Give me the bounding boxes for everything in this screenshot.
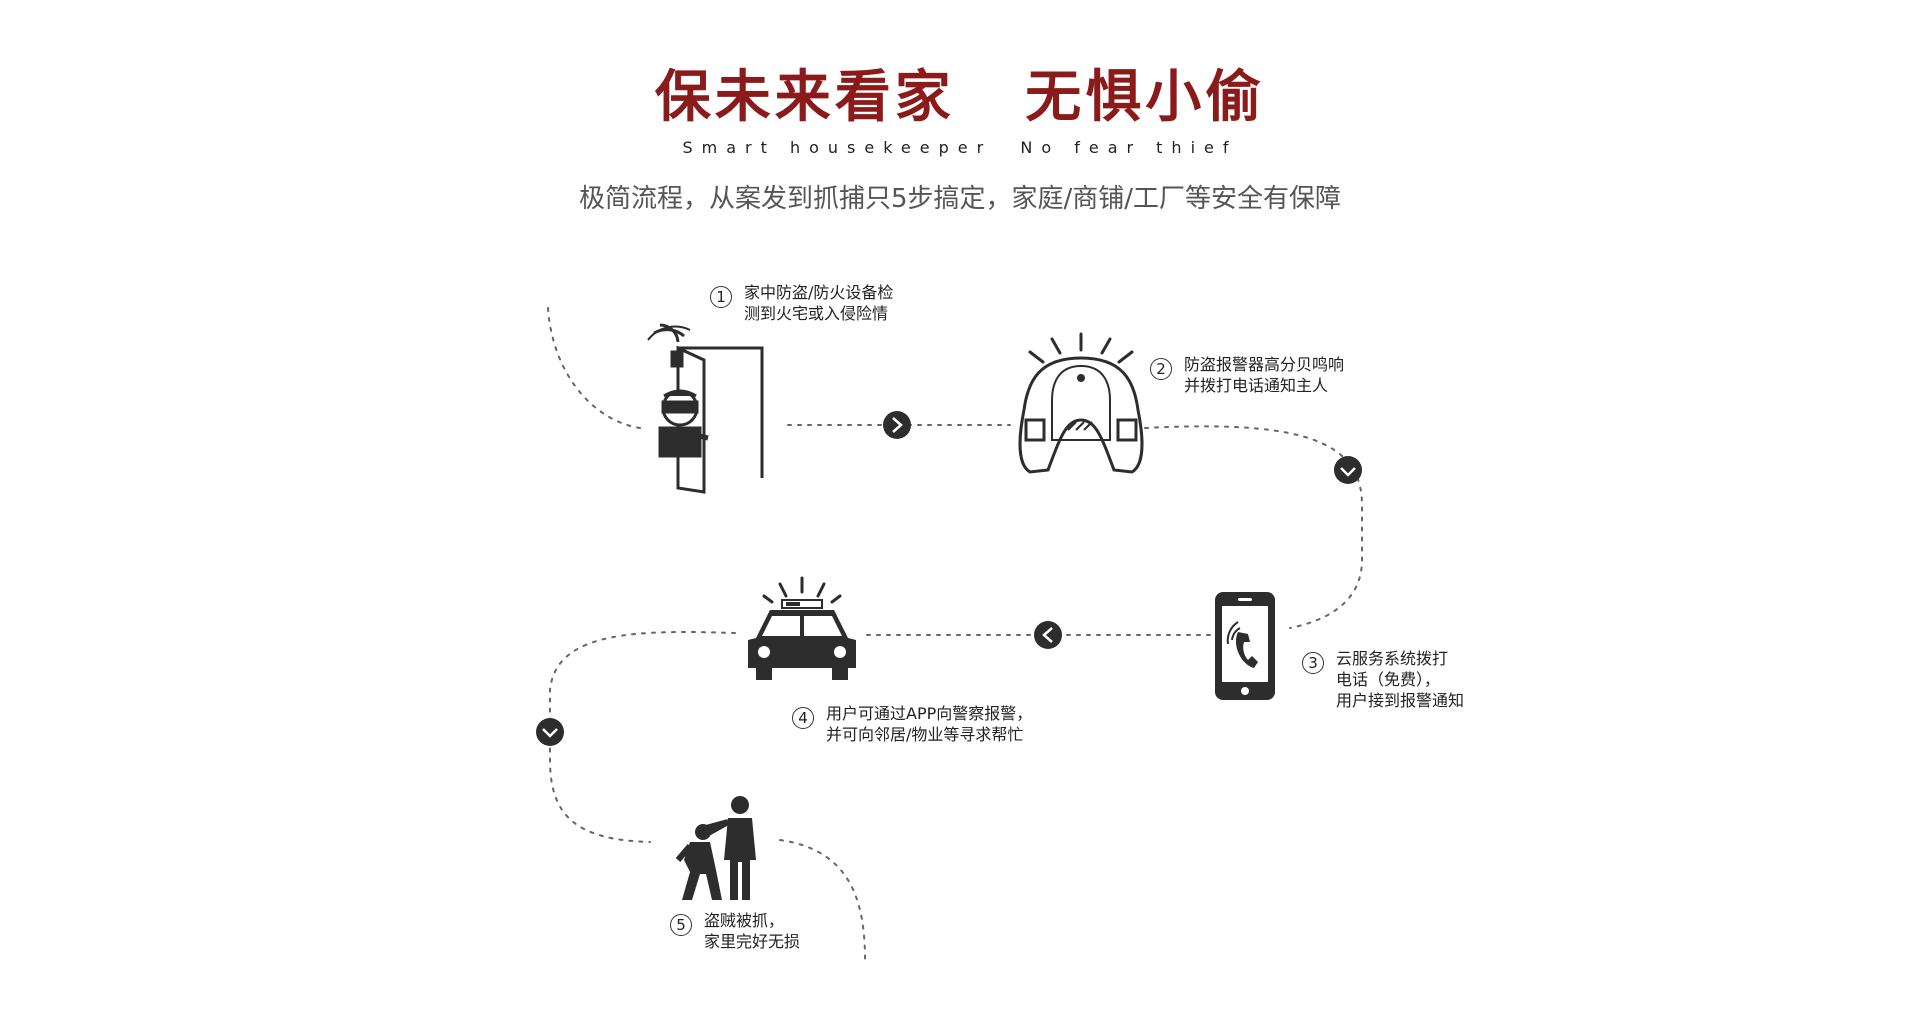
description: 极简流程，从案发到抓捕只5步搞定，家庭/商铺/工厂等安全有保障 — [578, 184, 1342, 214]
step-text-line: 测到火宅或入侵险情 — [744, 304, 889, 323]
thief-caught-icon — [675, 796, 756, 900]
step-4: 4 用户可通过APP向警察报警， 并可向邻居/物业等寻求帮忙 — [792, 703, 1032, 745]
arrow-right-icon — [883, 411, 911, 439]
step-text-line: 用户可通过APP向警察报警， — [826, 704, 1033, 723]
page-title: 保未来看家 无惧小偷 — [654, 65, 1266, 130]
step-text-line: 用户接到报警通知 — [1336, 691, 1465, 710]
step-text-line: 电话（免费）， — [1336, 670, 1441, 689]
step-number: 1 — [710, 286, 732, 308]
step-5: 5 盗贼被抓， 家里完好无损 — [670, 910, 800, 952]
step-text-line: 盗贼被抓， — [704, 911, 785, 930]
step-text-line: 防盗报警器高分贝鸣响 — [1184, 355, 1345, 374]
step-1: 1 家中防盗/防火设备检 测到火宅或入侵险情 — [710, 282, 893, 324]
step-text-line: 并可向邻居/物业等寻求帮忙 — [826, 725, 1024, 744]
police-car-icon — [748, 576, 856, 680]
smartphone-call-icon — [1215, 592, 1275, 700]
step-number: 3 — [1302, 652, 1324, 674]
english-subtitle: Smart housekeeper No fear thief — [682, 138, 1238, 157]
step-text-line: 并拨打电话通知主人 — [1184, 376, 1329, 395]
step-2: 2 防盗报警器高分贝鸣响 并拨打电话通知主人 — [1150, 354, 1344, 396]
step-number: 4 — [792, 707, 814, 729]
step-text-line: 家中防盗/防火设备检 — [744, 283, 894, 302]
step-text-line: 家里完好无损 — [704, 932, 801, 951]
arrow-left-icon — [1034, 621, 1062, 649]
step-3: 3 云服务系统拨打 电话（免费）， 用户接到报警通知 — [1302, 648, 1464, 711]
thief-at-door-icon — [647, 323, 764, 494]
arrow-down-icon — [536, 718, 564, 746]
step-text-line: 云服务系统拨打 — [1336, 649, 1449, 668]
step-number: 2 — [1150, 358, 1172, 380]
alarm-siren-icon — [1018, 332, 1144, 474]
arrow-down-icon — [1334, 456, 1362, 484]
step-number: 5 — [670, 914, 692, 936]
